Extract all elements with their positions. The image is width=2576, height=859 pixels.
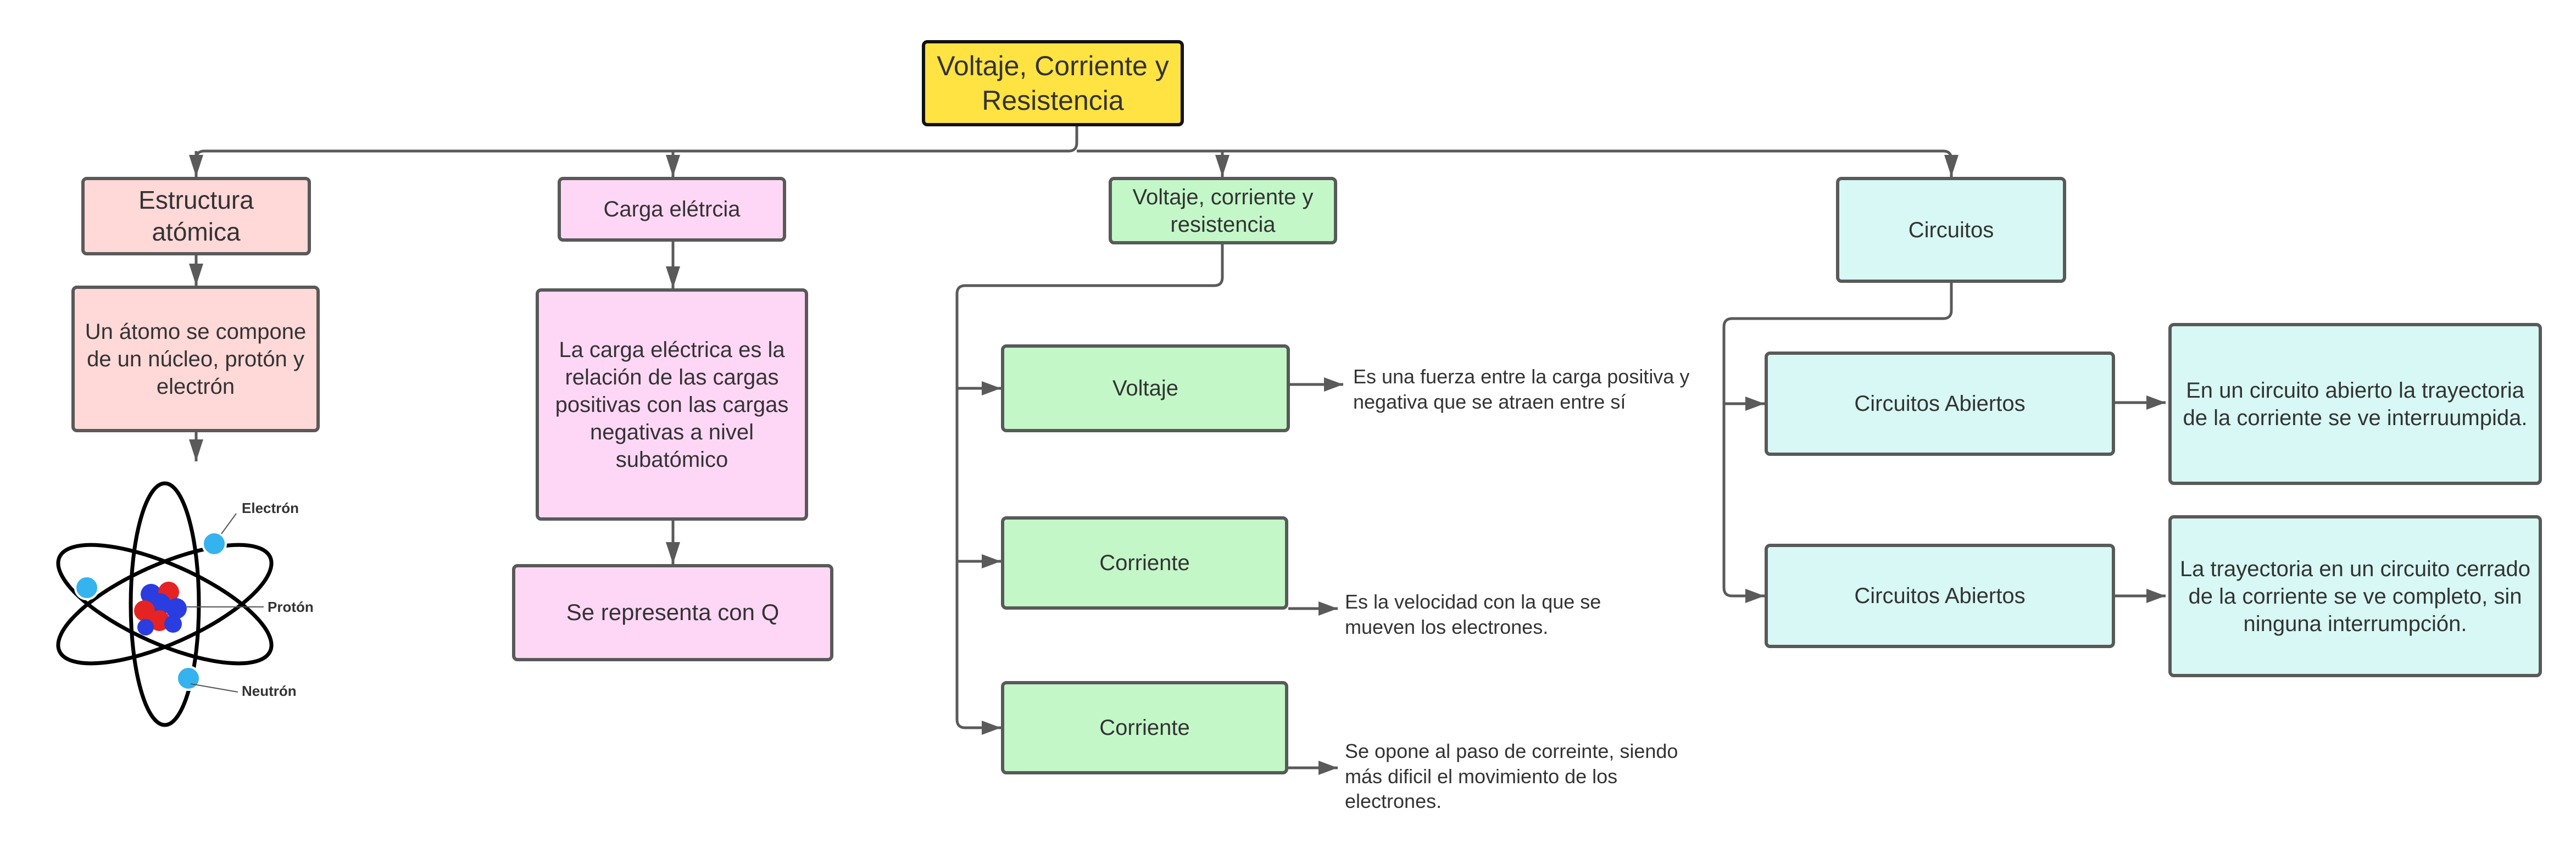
circuito-cerrado-label: Circuitos Abiertos	[1854, 584, 2026, 608]
estructura-detail-box[interactable]: Un átomo se compone de un núcleo, protón…	[71, 286, 320, 432]
proton-label: Protón	[268, 599, 314, 615]
carga-detail: La carga eléctrica es la relación de las…	[555, 337, 789, 472]
circuito-cerrado-note: La trayectoria en un circuito cerrado de…	[2179, 556, 2531, 636]
carga-symbol: Se representa con Q	[566, 599, 780, 626]
circuito-cerrado-note-box[interactable]: La trayectoria en un circuito cerrado de…	[2168, 515, 2542, 677]
orbit-diagonal-a	[56, 543, 274, 666]
voltaje-item-label: Voltaje	[1112, 376, 1179, 400]
estructura-title: Estructura atómica	[138, 186, 254, 246]
connector-root-estructura	[194, 126, 1078, 177]
resistencia-item-label: Corriente	[1099, 716, 1190, 740]
root-title: Voltaje, Corriente y Resistencia	[937, 51, 1169, 116]
voltaje-title-box[interactable]: Voltaje, corriente y resistencia	[1109, 177, 1337, 244]
orbit-diagonal-b	[56, 543, 274, 666]
connector-root-circuitos	[1077, 149, 1953, 177]
circuito-abierto-box[interactable]: Circuitos Abiertos	[1765, 352, 2115, 456]
estructura-title-box[interactable]: Estructura atómica	[81, 177, 311, 255]
electron-label: Electrón	[242, 500, 299, 516]
carga-symbol-box[interactable]: Se representa con Q	[512, 564, 833, 661]
voltaje-title: Voltaje, corriente y resistencia	[1132, 185, 1314, 237]
circuito-abierto-note: En un circuito abierto la trayectoria de…	[2183, 378, 2528, 430]
corriente-item-box[interactable]: Corriente	[1001, 516, 1288, 610]
circuito-abierto-note-box[interactable]: En un circuito abierto la trayectoria de…	[2168, 323, 2542, 485]
estructura-detail: Un átomo se compone de un núcleo, protón…	[85, 319, 307, 399]
corriente-item-note: Es la velocidad con la que se mueven los…	[1345, 590, 1601, 638]
root-title-box[interactable]: Voltaje, Corriente y Resistencia	[922, 40, 1184, 126]
voltaje-item-box[interactable]: Voltaje	[1001, 344, 1290, 432]
connector-voltaje-bus	[955, 244, 1224, 729]
carga-detail-box[interactable]: La carga eléctrica es la relación de las…	[536, 288, 808, 521]
resistencia-item-box[interactable]: Corriente	[1001, 681, 1288, 774]
voltaje-item-note: Es una fuerza entre la carga positiva y …	[1353, 365, 1690, 413]
nucleus	[134, 582, 187, 635]
circuito-abierto-label: Circuitos Abiertos	[1854, 392, 2026, 416]
resistencia-item-note: Se opone al paso de correinte, siendo má…	[1345, 740, 1678, 813]
carga-title: Carga elétrcia	[603, 197, 741, 221]
circuitos-title: Circuitos	[1908, 217, 1994, 242]
connector-circuitos-bus	[1722, 283, 1953, 598]
atom-illustration: Electrón Protón Neutrón	[56, 481, 314, 727]
carga-title-box[interactable]: Carga elétrcia	[558, 177, 786, 242]
orbit-vertical	[129, 481, 201, 727]
circuitos-title-box[interactable]: Circuitos	[1836, 177, 2066, 283]
circuito-cerrado-box[interactable]: Circuitos Abiertos	[1765, 544, 2115, 648]
corriente-item-label: Corriente	[1099, 551, 1190, 575]
neutron-label: Neutrón	[242, 683, 297, 699]
